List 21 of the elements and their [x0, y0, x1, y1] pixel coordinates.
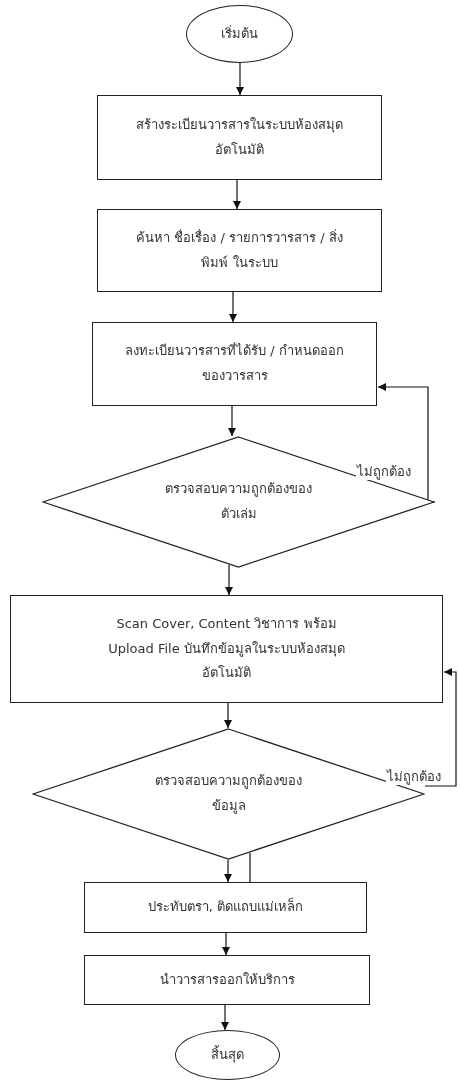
terminal-ellipse: เริ่มต้น [186, 5, 293, 63]
process-box: สร้างระเบียนวารสารในระบบห้องสมุดอัตโนมัติ [97, 95, 382, 180]
arrow [229, 291, 237, 323]
arrow [228, 405, 236, 437]
edge-label: ไม่ถูกต้อง [356, 464, 412, 480]
process-box: นำวารสารออกให้บริการ [84, 955, 370, 1005]
arrow [221, 1004, 229, 1031]
arrow [224, 859, 232, 883]
process-box: Scan Cover, Content วิชาการ พร้อม Upload File บันทึกข้อมูลในระบบห้องสมุดอัตโนมัติ [10, 595, 443, 703]
terminal-ellipse: สิ้นสุด [175, 1030, 280, 1080]
process-box: ค้นหา ชื่อเรื่อง / รายการวารสาร / สิ่งพิมพ์ ในระบบ [97, 209, 382, 292]
arrow [225, 564, 233, 596]
process-box: ประทับตรา, ติดแถบแม่เหล็ก [84, 882, 367, 933]
arrow [224, 702, 232, 729]
arrow [236, 62, 244, 96]
arrow [424, 668, 457, 787]
process-box: ลงทะเบียนวารสารที่ได้รับ / กำหนดออกของวารสาร [92, 322, 377, 406]
arrow [222, 932, 230, 956]
connector-line [249, 852, 251, 883]
edge-label: ไม่ถูกต้อง [386, 769, 442, 785]
arrow [233, 179, 241, 210]
